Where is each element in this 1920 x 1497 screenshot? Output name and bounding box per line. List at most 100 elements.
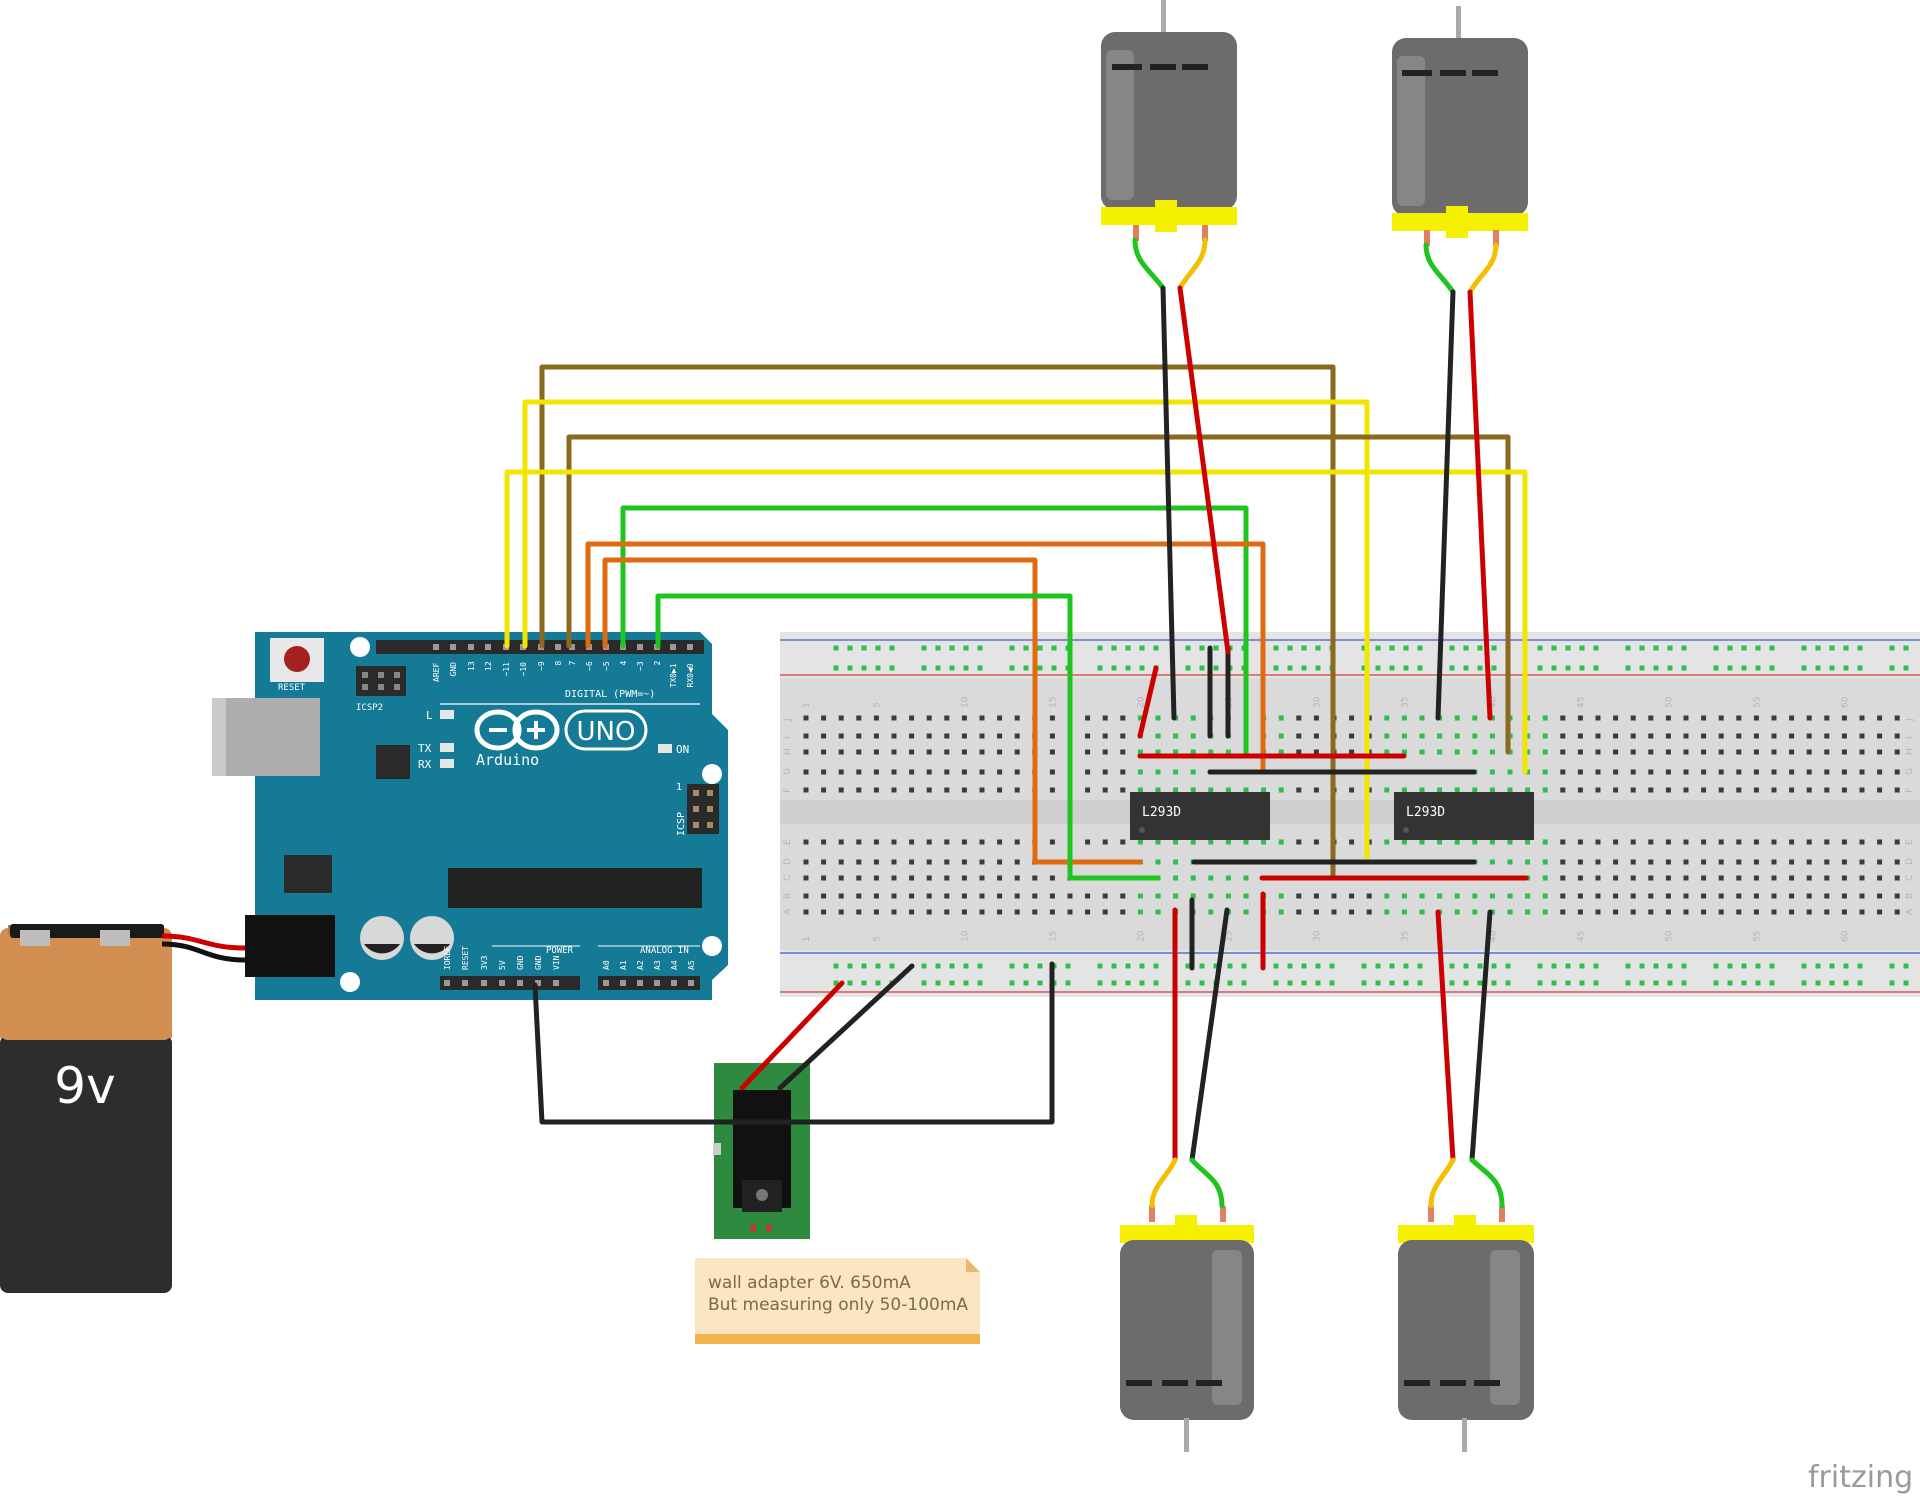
breadboard-hole[interactable] (1736, 787, 1742, 793)
breadboard-hole[interactable] (1049, 875, 1055, 881)
breadboard-hole[interactable] (1208, 749, 1214, 755)
breadboard-hole[interactable] (1173, 839, 1179, 845)
breadboard-hole[interactable] (1278, 893, 1284, 899)
breadboard-hole[interactable] (1208, 839, 1214, 845)
breadboard-hole[interactable] (926, 787, 932, 793)
rail-hole[interactable] (977, 665, 983, 671)
breadboard-hole[interactable] (1014, 769, 1020, 775)
breadboard-hole[interactable] (1613, 769, 1619, 775)
breadboard-hole[interactable] (1296, 749, 1302, 755)
motor-wire-black[interactable] (1435, 289, 1456, 721)
breadboard-hole[interactable] (1806, 909, 1812, 915)
breadboard-hole[interactable] (961, 875, 967, 881)
breadboard-hole[interactable] (1454, 733, 1460, 739)
breadboard-hole[interactable] (1525, 859, 1531, 865)
power-header[interactable] (440, 976, 580, 990)
breadboard-hole[interactable] (1683, 715, 1689, 721)
breadboard-hole[interactable] (1472, 787, 1478, 793)
rail-hole[interactable] (1477, 665, 1483, 671)
breadboard-hole[interactable] (1472, 893, 1478, 899)
breadboard-hole[interactable] (821, 749, 827, 755)
rail-hole[interactable] (1417, 980, 1423, 986)
breadboard-hole[interactable] (997, 839, 1003, 845)
rail-hole[interactable] (1653, 963, 1659, 969)
barrel-jack-module[interactable] (713, 1063, 810, 1239)
rail-hole[interactable] (1843, 963, 1849, 969)
rail-hole[interactable] (1565, 980, 1571, 986)
rail-hole[interactable] (1741, 645, 1747, 651)
breadboard-hole[interactable] (1560, 715, 1566, 721)
header-pin[interactable] (499, 980, 505, 986)
breadboard-hole[interactable] (1595, 909, 1601, 915)
rail-hole[interactable] (875, 963, 881, 969)
breadboard-hole[interactable] (1489, 733, 1495, 739)
breadboard-hole[interactable] (1648, 749, 1654, 755)
l293d-chip-right[interactable]: L293D (1394, 792, 1534, 840)
rail-hole[interactable] (1727, 963, 1733, 969)
breadboard-hole[interactable] (1542, 733, 1548, 739)
breadboard-hole[interactable] (1894, 875, 1900, 881)
rail-hole[interactable] (1361, 665, 1367, 671)
rail-hole[interactable] (1153, 645, 1159, 651)
rail-hole[interactable] (977, 963, 983, 969)
breadboard-hole[interactable] (1613, 733, 1619, 739)
breadboard-hole[interactable] (1366, 893, 1372, 899)
breadboard-hole[interactable] (1542, 769, 1548, 775)
breadboard-hole[interactable] (1877, 769, 1883, 775)
breadboard-hole[interactable] (1313, 787, 1319, 793)
breadboard-hole[interactable] (1701, 859, 1707, 865)
rail-hole[interactable] (861, 645, 867, 651)
breadboard-hole[interactable] (1701, 909, 1707, 915)
usb-port[interactable] (212, 698, 320, 776)
rail-hole[interactable] (935, 665, 941, 671)
rail-hole[interactable] (1681, 980, 1687, 986)
motor-wire-yellow[interactable] (1428, 1157, 1456, 1209)
rail-hole[interactable] (1815, 645, 1821, 651)
rail-hole[interactable] (1713, 665, 1719, 671)
breadboard-hole[interactable] (891, 893, 897, 899)
breadboard-hole[interactable] (1313, 839, 1319, 845)
breadboard-hole[interactable] (1859, 859, 1865, 865)
rail-hole[interactable] (1273, 963, 1279, 969)
breadboard-hole[interactable] (1384, 909, 1390, 915)
breadboard-hole[interactable] (838, 839, 844, 845)
rail-hole[interactable] (1139, 980, 1145, 986)
rail-hole[interactable] (1153, 980, 1159, 986)
rail-hole[interactable] (1477, 963, 1483, 969)
breadboard-hole[interactable] (1349, 839, 1355, 845)
breadboard-hole[interactable] (1789, 909, 1795, 915)
analog-header[interactable] (598, 976, 700, 990)
rail-hole[interactable] (1009, 645, 1015, 651)
breadboard-hole[interactable] (1173, 859, 1179, 865)
rail-hole[interactable] (1565, 665, 1571, 671)
rail-hole[interactable] (1681, 645, 1687, 651)
breadboard-hole[interactable] (1613, 859, 1619, 865)
breadboard-hole[interactable] (909, 893, 915, 899)
breadboard-hole[interactable] (1507, 839, 1513, 845)
breadboard-hole[interactable] (1313, 909, 1319, 915)
rail-hole[interactable] (1463, 980, 1469, 986)
breadboard-hole[interactable] (1894, 769, 1900, 775)
rail-hole[interactable] (875, 980, 881, 986)
breadboard-hole[interactable] (961, 715, 967, 721)
rail-hole[interactable] (1315, 665, 1321, 671)
breadboard-hole[interactable] (1701, 769, 1707, 775)
breadboard-hole[interactable] (838, 749, 844, 755)
motor-wire-green[interactable] (1189, 1157, 1225, 1209)
breadboard-hole[interactable] (979, 893, 985, 899)
breadboard-hole[interactable] (838, 859, 844, 865)
breadboard-hole[interactable] (944, 733, 950, 739)
rail-hole[interactable] (1329, 980, 1335, 986)
rail-hole[interactable] (889, 963, 895, 969)
breadboard-hole[interactable] (1630, 733, 1636, 739)
breadboard-hole[interactable] (1243, 875, 1249, 881)
rail-hole[interactable] (1329, 963, 1335, 969)
breadboard-hole[interactable] (1102, 769, 1108, 775)
breadboard-hole[interactable] (1577, 909, 1583, 915)
breadboard-hole[interactable] (1701, 839, 1707, 845)
rail-hole[interactable] (1449, 963, 1455, 969)
breadboard-hole[interactable] (1877, 749, 1883, 755)
rail-hole[interactable] (1023, 645, 1029, 651)
rail-hole[interactable] (1199, 963, 1205, 969)
breadboard-hole[interactable] (1208, 893, 1214, 899)
